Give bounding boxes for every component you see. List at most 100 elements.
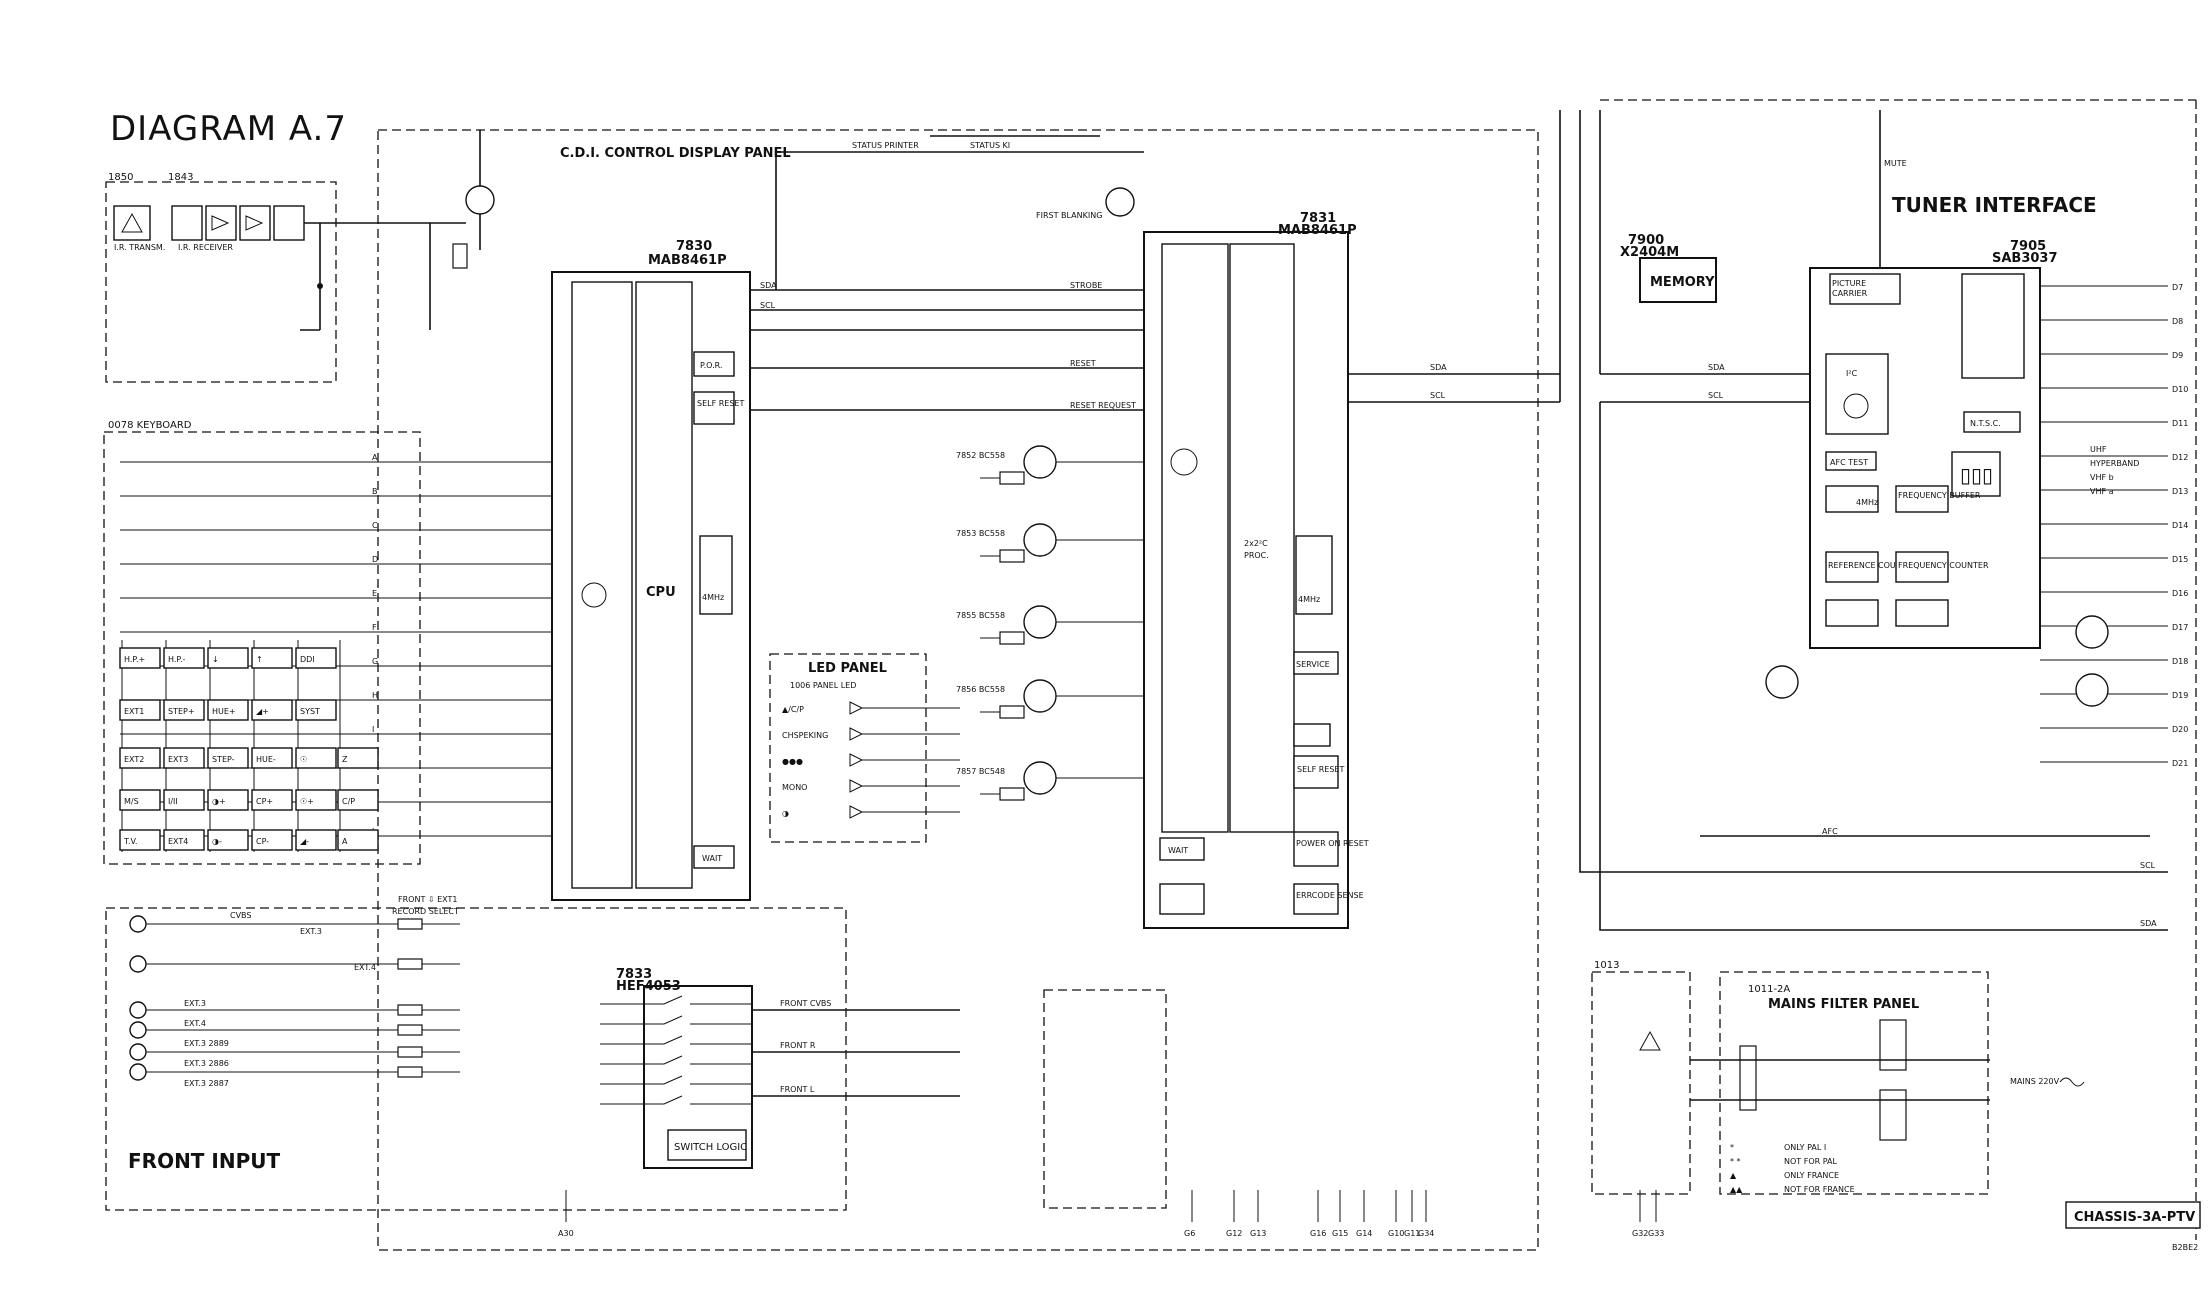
keyboard-key bbox=[251, 647, 293, 669]
ext-input-label: EXT.4 bbox=[184, 1019, 206, 1028]
sig-record-select: RECORD SELECT bbox=[392, 907, 459, 916]
sig-ext3: EXT.3 bbox=[300, 927, 322, 936]
ir-demod bbox=[273, 205, 305, 241]
sig-strobe: STROBE bbox=[1070, 281, 1102, 290]
led-panel-title: LED PANEL bbox=[808, 661, 887, 676]
afc-test-block bbox=[1825, 451, 1877, 471]
mhz-osc-label: 4MHz bbox=[1856, 498, 1878, 507]
key-row-label: G bbox=[372, 657, 378, 666]
keyboard-key-label: HUE+ bbox=[212, 707, 236, 716]
front-jack bbox=[129, 955, 147, 973]
q7836-wires bbox=[430, 130, 481, 250]
tuner-band-label: VHF b bbox=[2090, 473, 2114, 482]
cpu-selfreset-label: SELF RESET bbox=[697, 399, 744, 408]
sig-front-l: FRONT L bbox=[780, 1085, 815, 1094]
freq-buffer-label: FREQUENCY BUFFER bbox=[1898, 491, 1981, 500]
bottom-pin: G13 bbox=[1250, 1229, 1266, 1238]
keyboard-key-label: M/S bbox=[124, 797, 139, 806]
jack-resistor bbox=[397, 1024, 423, 1036]
ir-amp-icon bbox=[211, 215, 230, 231]
keyboard-key bbox=[119, 789, 161, 811]
ir-rx-conn-label: 1843 bbox=[168, 172, 193, 183]
keyboard-key-label: SYST bbox=[300, 707, 320, 716]
tuner-out-pin: D12 bbox=[2172, 453, 2188, 462]
keyboard-key bbox=[337, 747, 379, 769]
cpu-osc-label: 4MHz bbox=[702, 593, 724, 602]
errsense-label: ERRCODE SENSE bbox=[1296, 891, 1364, 900]
key-row-label: B bbox=[372, 487, 378, 496]
tuner-out-pin: D19 bbox=[2172, 691, 2188, 700]
mains-conn: 1011-2A bbox=[1748, 984, 1790, 995]
sig-sda-3: SDA bbox=[1708, 363, 1725, 372]
jack-resistor bbox=[397, 1004, 423, 1016]
legend-mark-4: ▲▲ bbox=[1730, 1185, 1743, 1194]
ir-junction bbox=[317, 283, 323, 289]
keyboard-panel-title: 0078 KEYBOARD bbox=[108, 420, 192, 431]
cpu-selfreset bbox=[693, 391, 735, 425]
keyboard-key-label: ◢- bbox=[300, 837, 309, 846]
sig-front-cvbs: FRONT CVBS bbox=[780, 999, 831, 1008]
ir-amp bbox=[205, 205, 237, 241]
base-resistor bbox=[999, 471, 1025, 485]
bottom-pin: G33 bbox=[1648, 1229, 1664, 1238]
keyboard-key-label: H.P.+ bbox=[124, 655, 145, 664]
sig-afc: AFC bbox=[1822, 827, 1838, 836]
keyboard-key-label: ◢+ bbox=[256, 707, 269, 716]
front-jack bbox=[129, 915, 147, 933]
freq-buffer-block bbox=[1895, 485, 1949, 513]
analog-switches bbox=[600, 995, 752, 1105]
ic7831-errsense bbox=[1293, 883, 1339, 915]
ic-7830-cpu-block bbox=[635, 281, 693, 889]
tuner-band-label: UHF bbox=[2090, 445, 2107, 454]
cpu-por bbox=[693, 351, 735, 377]
led-icon bbox=[849, 779, 864, 793]
front-jack bbox=[129, 1063, 147, 1081]
tuner-out-pin: D18 bbox=[2172, 657, 2188, 666]
i2c-label: I²C bbox=[1846, 369, 1858, 378]
keyboard-key-label: ☉+ bbox=[300, 797, 314, 806]
tuner-out-pin: D16 bbox=[2172, 589, 2188, 598]
ic7831-selfreset-label: SELF RESET bbox=[1297, 765, 1344, 774]
ext-input-label: EXT.3 2889 bbox=[184, 1039, 229, 1048]
keyboard-key bbox=[119, 699, 161, 721]
tuner-out-pin: D8 bbox=[2172, 317, 2183, 326]
legend-mark-1: * bbox=[1730, 1143, 1734, 1152]
analog-switch bbox=[600, 1055, 752, 1065]
sig-sda-2: SDA bbox=[1430, 363, 1447, 372]
sig-mute: MUTE bbox=[1884, 159, 1907, 168]
led-label: MONO bbox=[782, 783, 807, 792]
cdi-panel-border bbox=[377, 129, 1539, 1251]
ir-receiver-label: I.R. RECEIVER bbox=[178, 243, 233, 252]
led-panel-border bbox=[769, 653, 927, 843]
analog-switch bbox=[600, 1035, 752, 1045]
ic7831-por bbox=[1293, 831, 1339, 867]
key-row-label: I bbox=[372, 725, 374, 734]
power-on-reset-label: POWER ON RESET bbox=[1296, 839, 1369, 848]
keyboard-key bbox=[295, 747, 337, 769]
tuner-out-pin: D11 bbox=[2172, 419, 2188, 428]
tuner-i2c-wires bbox=[1600, 373, 1810, 403]
bottom-pin: G12 bbox=[1226, 1229, 1242, 1238]
tuner-band-label: VHF a bbox=[2090, 487, 2114, 496]
cpu-osc bbox=[699, 535, 733, 615]
ext-input-label: EXT.3 bbox=[184, 999, 206, 1008]
conn-1013-label: 1013 bbox=[1594, 960, 1619, 971]
keyboard-key bbox=[119, 747, 161, 769]
key-row-label: H bbox=[372, 691, 378, 700]
tuner-out-pin: D21 bbox=[2172, 759, 2188, 768]
jack-resistor bbox=[397, 918, 423, 930]
tuner-outputs: D7D8D9D10D11D12D13D14D15D16D17D18D19D20D… bbox=[2040, 283, 2188, 768]
conn-1013-border bbox=[1591, 971, 1691, 1195]
key-row-label: D bbox=[372, 555, 378, 564]
key-row-label: A bbox=[372, 453, 378, 462]
tuner-out-pin: D7 bbox=[2172, 283, 2183, 292]
led-driver-transistor bbox=[1023, 605, 1057, 639]
cpu-bus-icon bbox=[581, 582, 607, 608]
sig-front-select: FRONT ⇩ EXT1 bbox=[398, 895, 458, 904]
ic-7900-ref: 7900 bbox=[1628, 233, 1664, 248]
pic-carrier-label: PICTURE bbox=[1832, 279, 1866, 288]
transistor-label: 7853 BC558 bbox=[956, 529, 1005, 538]
